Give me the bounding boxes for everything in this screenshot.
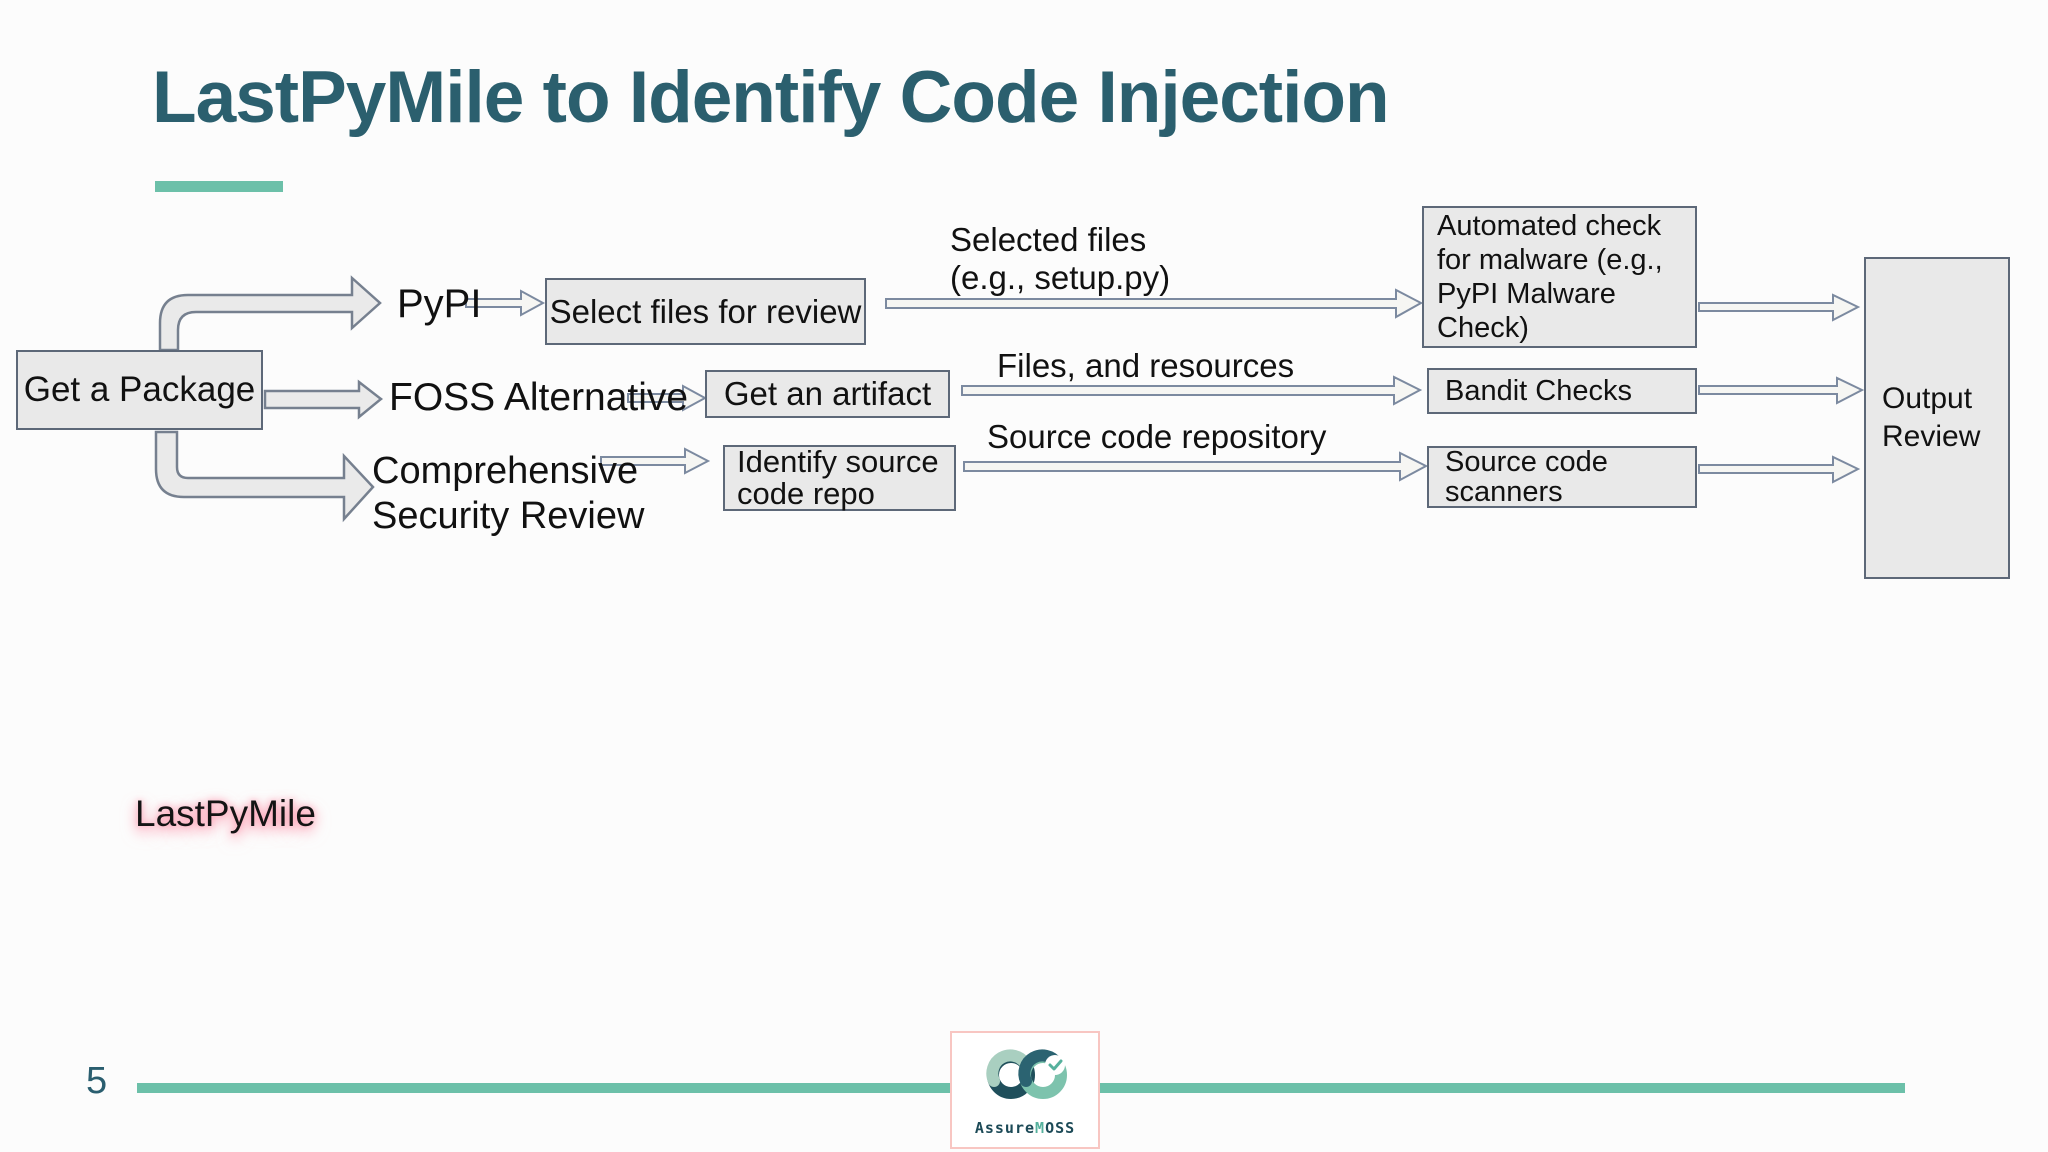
box-identify-repo-line-1: Identify source [737, 444, 939, 479]
branch-label-foss-alternative: FOSS Alternative [389, 376, 689, 419]
arrow-scanners-to-output [1698, 455, 1861, 484]
box-malware-line-4: Check) [1437, 312, 1529, 344]
arrow-foss-to-get-artifact [627, 384, 708, 412]
arrow-review-to-identify-repo [600, 447, 711, 475]
box-select-files-for-review: Select files for review [545, 278, 866, 345]
wordmark-suffix: OSS [1045, 1119, 1076, 1137]
title-accent-bar [155, 181, 283, 192]
branch-label-pypi: PyPI [397, 282, 482, 326]
wordmark-prefix: Assure [974, 1119, 1036, 1137]
page-number: 5 [86, 1060, 108, 1102]
arrow-selected-files [885, 288, 1424, 319]
slide-title: LastPyMile to Identify Code Injection [152, 57, 1390, 138]
box-source-code-scanners: Source code scanners [1427, 446, 1697, 508]
edge-label-selected-files-line-1: Selected files [950, 221, 1147, 258]
box-get-a-package: Get a Package [16, 350, 263, 430]
box-output-line-2: Review [1882, 420, 1981, 453]
branch-label-comprehensive-security-review: Comprehensive Security Review [372, 449, 644, 539]
arrow-bandit-to-output [1698, 376, 1865, 405]
infinity-check-icon [986, 1049, 1067, 1099]
box-identify-repo-line-2: code repo [737, 476, 875, 511]
box-select-files-label: Select files for review [549, 292, 862, 330]
box-identify-source-code-repo: Identify source code repo [723, 445, 956, 511]
box-scanners-line-1: Source code [1445, 446, 1608, 478]
edge-label-files-and-resources: Files, and resources [997, 347, 1295, 384]
branch-label-comprehensive-line-1: Comprehensive [372, 450, 639, 492]
box-bandit-label: Bandit Checks [1445, 374, 1632, 407]
box-malware-line-3: PyPI Malware [1437, 278, 1616, 310]
lastpymile-watermark: LastPyMile [135, 793, 316, 834]
box-get-an-artifact-label: Get an artifact [723, 375, 932, 412]
arrow-files-resources [961, 375, 1423, 406]
box-output-review: Output Review [1864, 257, 2010, 579]
assuremoss-logo: AssureMOSS [950, 1031, 1100, 1149]
edge-label-source-code-repository: Source code repository [987, 418, 1327, 455]
box-output-line-1: Output [1882, 382, 1973, 415]
arrow-malware-to-output [1698, 293, 1861, 322]
block-arrow-down-right-icon [154, 430, 375, 523]
branch-label-comprehensive-line-2: Security Review [372, 495, 645, 537]
arrow-pypi-to-select-files [465, 289, 546, 317]
box-get-an-artifact: Get an artifact [705, 370, 950, 418]
assuremoss-wordmark: AssureMOSS [975, 1119, 1075, 1137]
box-scanners-line-2: scanners [1445, 476, 1563, 508]
wordmark-accent: M [1035, 1119, 1046, 1137]
box-malware-line-2: for malware (e.g., [1437, 244, 1663, 276]
block-arrow-right-icon [263, 379, 384, 420]
edge-label-selected-files: Selected files (e.g., setup.py) [950, 221, 1170, 297]
box-automated-malware-check: Automated check for malware (e.g., PyPI … [1422, 206, 1697, 348]
arrow-source-repo [963, 451, 1429, 482]
box-bandit-checks: Bandit Checks [1427, 368, 1697, 414]
block-arrow-up-right-icon [158, 275, 382, 352]
box-malware-line-1: Automated check [1437, 210, 1662, 242]
box-get-a-package-label: Get a Package [23, 370, 256, 409]
edge-label-selected-files-line-2: (e.g., setup.py) [950, 259, 1171, 296]
